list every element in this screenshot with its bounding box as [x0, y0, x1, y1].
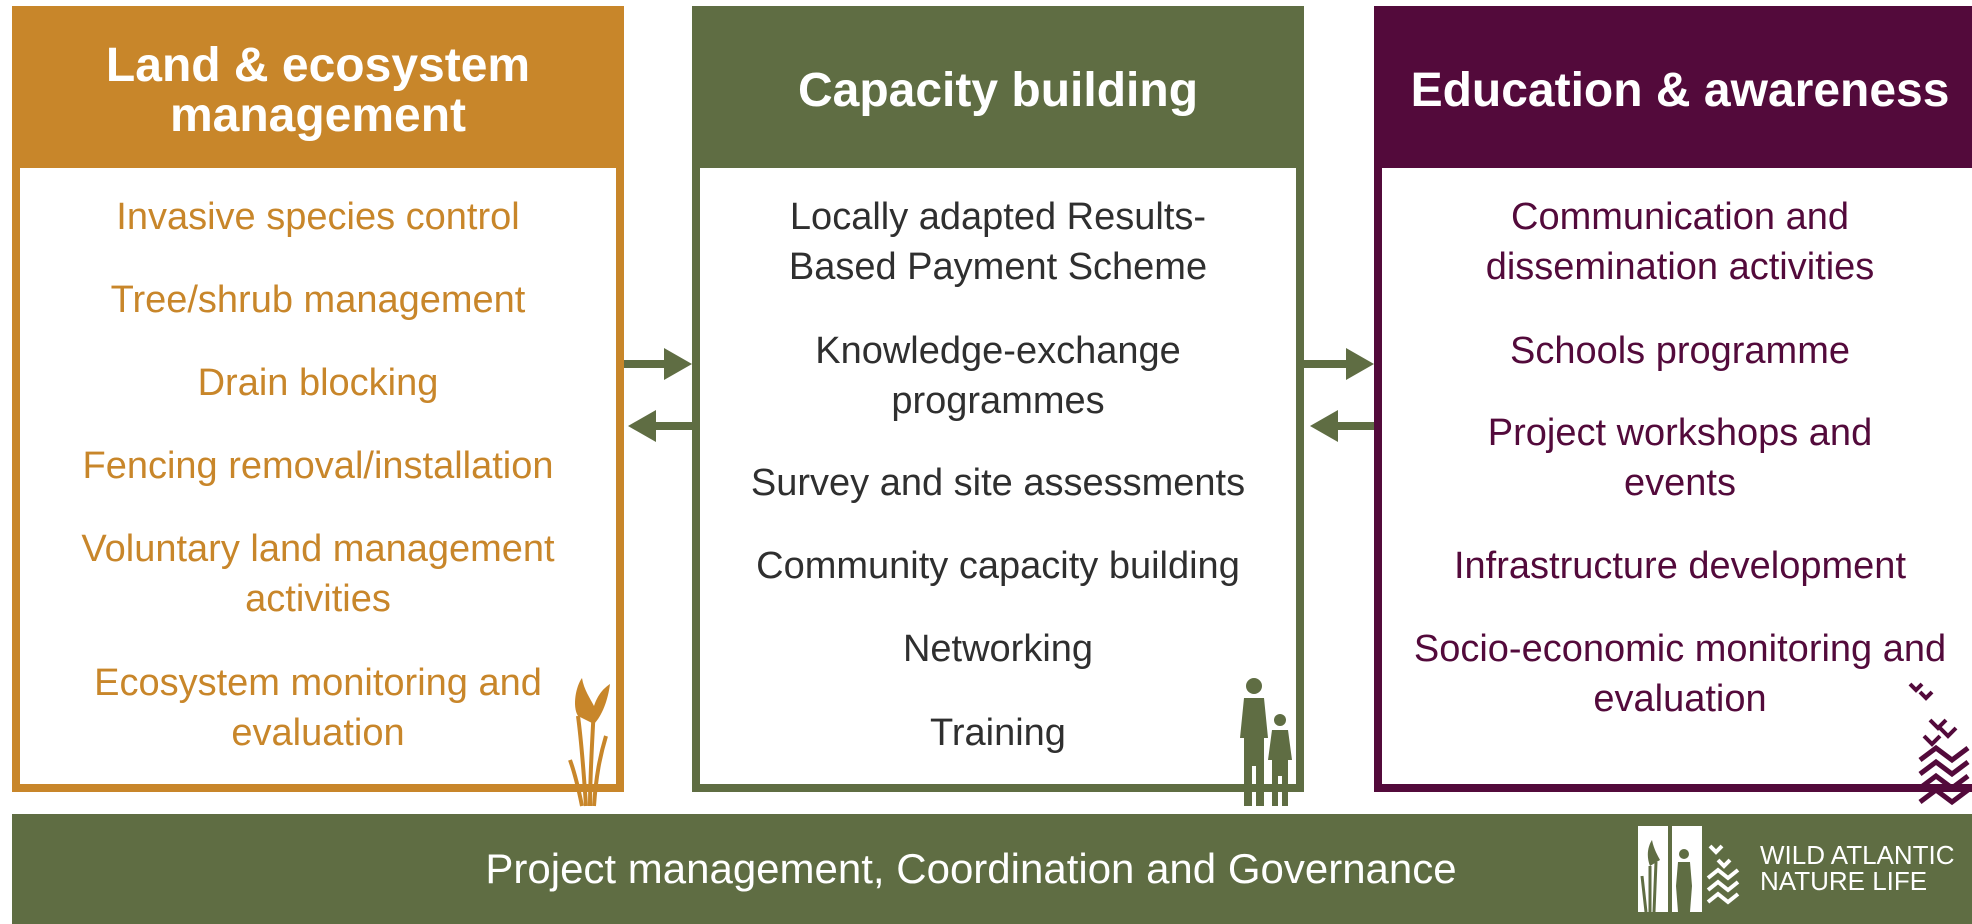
list-item: Networking — [902, 628, 1094, 670]
list-item: Fencing removal/installation — [82, 445, 554, 487]
list-item: Training — [930, 712, 1066, 754]
list-item: Locally adapted Results-Based Payment Sc… — [788, 196, 1208, 288]
list-item: Tree/shrub management — [110, 279, 526, 321]
list-item: Communication and dissemination activiti… — [1485, 196, 1875, 288]
list-item: Schools programme — [1509, 330, 1851, 372]
education-awareness-title-text: Education & awareness — [1410, 64, 1950, 117]
bidirectional-arrow-icon — [1304, 348, 1374, 442]
list-item: Invasive species control — [116, 196, 520, 238]
list-item: Survey and site assessments — [750, 462, 1246, 504]
land-ecosystem-column: Land & ecosystem management Invasive spe… — [12, 6, 624, 792]
governance-label: Project management, Coordination and Gov… — [485, 845, 1457, 892]
education-awareness-column: Education & awareness Communication and … — [1374, 6, 1972, 792]
land-ecosystem-items: Invasive species control Tree/shrub mana… — [20, 168, 616, 784]
grass-tuft-icon — [568, 678, 610, 807]
governance-bar: Project management, Coordination and Gov… — [12, 814, 1972, 924]
bidirectional-arrow-icon — [624, 348, 692, 442]
bird-flock-icon — [1908, 682, 1970, 806]
capacity-building-column: Capacity building Locally adapted Result… — [692, 6, 1304, 792]
list-item: Ecosystem monitoring and evaluation — [94, 662, 542, 754]
list-item: Community capacity building — [756, 545, 1240, 587]
logo-text-line1: WILD ATLANTIC — [1760, 840, 1955, 870]
education-awareness-title: Education & awareness — [1382, 14, 1972, 168]
education-awareness-items: Communication and dissemination activiti… — [1382, 168, 1972, 784]
family-silhouette-icon — [1240, 678, 1292, 806]
list-item: Socio-economic monitoring and evaluation — [1413, 628, 1947, 720]
logo-text-line2: NATURE LIFE — [1760, 866, 1928, 896]
capacity-building-items: Locally adapted Results-Based Payment Sc… — [700, 168, 1296, 784]
list-item: Project workshops and events — [1487, 412, 1873, 504]
land-ecosystem-title: Land & ecosystem management — [20, 14, 616, 168]
list-item: Drain blocking — [197, 362, 439, 404]
list-item: Knowledge-exchange programmes — [815, 330, 1181, 422]
list-item: Infrastructure development — [1453, 545, 1906, 587]
capacity-building-title-text: Capacity building — [797, 64, 1199, 117]
governance-label-container: Project management, Coordination and Gov… — [12, 814, 1972, 924]
capacity-building-title: Capacity building — [700, 14, 1296, 168]
wild-atlantic-logo-icon — [1638, 826, 1740, 913]
land-ecosystem-title-text: Land & ecosystem management — [105, 39, 531, 142]
list-item: Voluntary land management activities — [81, 528, 555, 620]
